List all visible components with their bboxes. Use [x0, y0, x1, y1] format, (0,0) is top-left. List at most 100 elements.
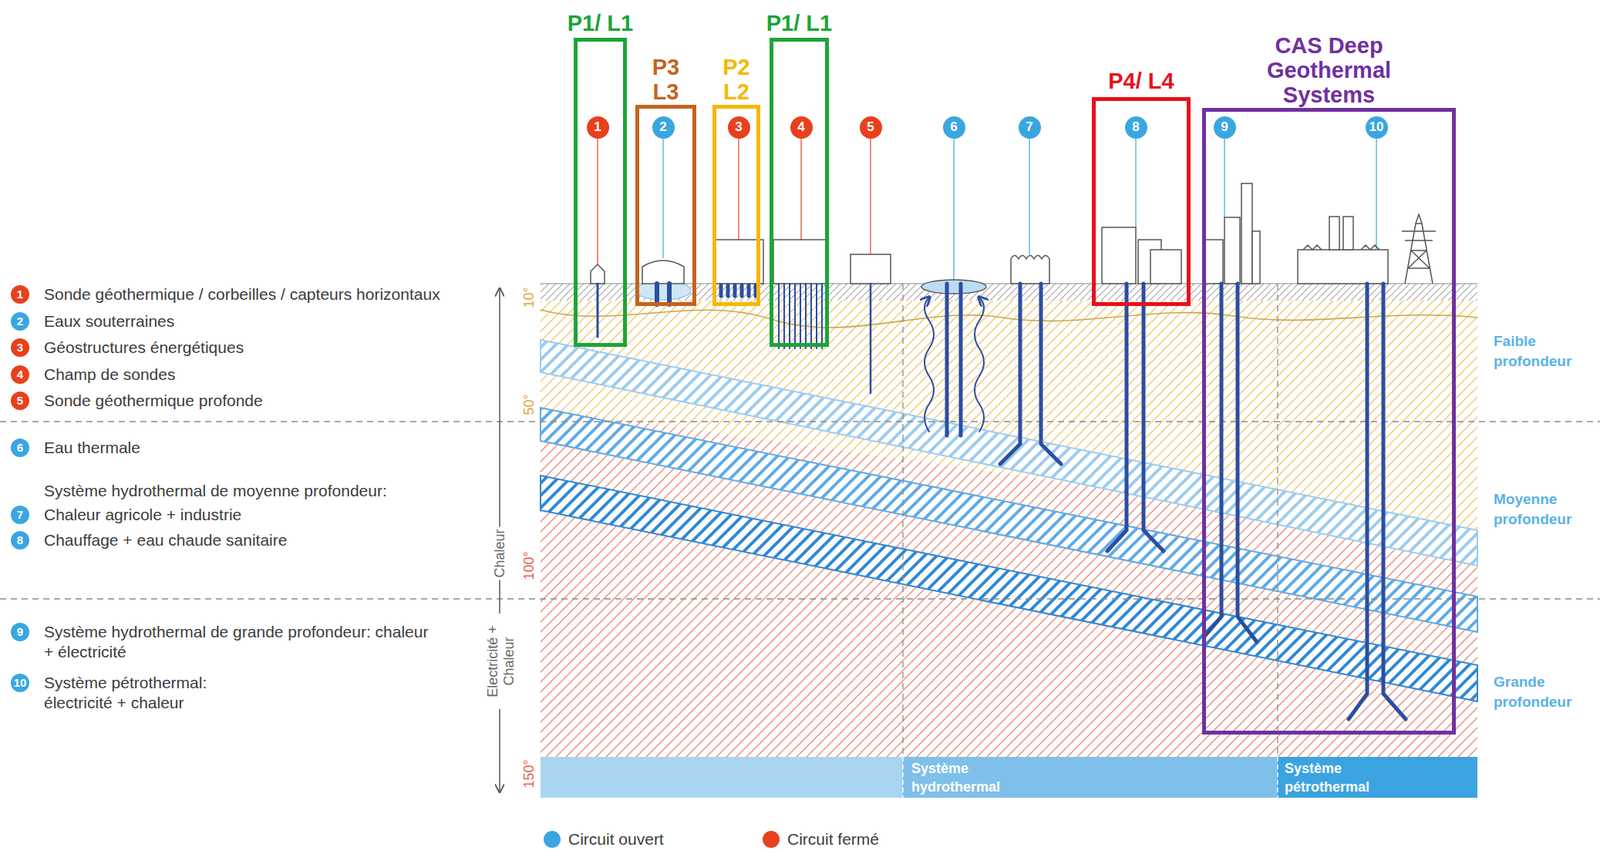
pipe-part	[778, 283, 822, 349]
axis-label: 100°	[521, 549, 538, 583]
aquifer-band-part	[540, 475, 1478, 702]
topic-heading: P1/ L1	[567, 10, 634, 36]
ground-layer-part	[540, 309, 1478, 328]
depth-label: Moyenne profondeur	[1493, 489, 1594, 530]
ground-layers	[540, 283, 1478, 758]
aquifer-bands	[540, 340, 1478, 702]
list-text: Système hydrothermal de grande profondeu…	[43, 622, 430, 663]
pipe-part	[1107, 283, 1164, 552]
axis-label: 50°	[521, 391, 538, 418]
divider-lines	[0, 283, 1600, 758]
callout-circle: 6	[943, 116, 966, 139]
pipe-part	[654, 283, 660, 305]
system-label: Système hydrothermal	[911, 759, 1020, 797]
system-bar	[540, 757, 1478, 799]
pipe-part-part	[805, 283, 807, 349]
list-number: 5	[10, 391, 30, 411]
topic-heading: P1/ L1	[766, 10, 832, 36]
installation-part	[1303, 245, 1380, 250]
pipe-part-part	[778, 283, 780, 349]
list-text: Eau thermale	[43, 437, 141, 459]
leader-line-part	[737, 138, 739, 240]
pipe-part	[596, 283, 600, 337]
pipe-part-part	[799, 283, 802, 349]
pipe-part	[1348, 283, 1406, 720]
leader-line-part	[800, 138, 802, 240]
leader-line-part	[953, 138, 954, 281]
leader-line-part	[1135, 138, 1136, 228]
installation-part	[1101, 227, 1136, 284]
installations	[590, 183, 1436, 300]
pipe-part-part	[726, 285, 731, 297]
system-bar-part	[902, 757, 1278, 799]
pipe-part	[1000, 283, 1062, 465]
callout-circle: 4	[790, 116, 813, 139]
installation-part	[1150, 249, 1182, 284]
list-number: 7	[10, 505, 30, 525]
pipe-part-part	[810, 283, 812, 349]
legend-text: Circuit ouvert	[568, 829, 664, 850]
list-number: 6	[10, 438, 30, 458]
system-bar-part	[540, 757, 903, 799]
installation-part	[850, 254, 891, 284]
list-text: Sonde géothermique profonde	[43, 390, 263, 411]
pipe-part-part	[740, 285, 745, 297]
legend-swatch	[762, 831, 780, 849]
axis-label: Electricité + Chaleur	[485, 613, 518, 710]
topic-frame: P3 L32	[635, 104, 697, 307]
depth-label: Grande profondeur	[1493, 672, 1594, 713]
divider-line-part	[0, 598, 1600, 600]
system-bar-part	[1277, 757, 1478, 799]
installation-part	[1401, 214, 1436, 284]
legend-swatch	[543, 831, 561, 849]
pipe-part-part	[788, 283, 791, 349]
topic-frame: P1/ L11	[573, 37, 627, 347]
divider-line-part	[902, 283, 903, 758]
depth-label: Faible profondeur	[1493, 331, 1594, 372]
pipe-part-part	[783, 283, 785, 349]
leader-line-part	[1375, 138, 1377, 250]
list-text: Géostructures énergétiques	[43, 337, 244, 358]
callout-circle: 3	[727, 116, 751, 139]
list-number: 3	[10, 338, 30, 358]
pipe-part-part	[747, 285, 752, 297]
callout-circle: 8	[1125, 116, 1148, 139]
list-number: 8	[10, 531, 30, 550]
leader-line-part	[1223, 138, 1225, 218]
installation-part	[1241, 183, 1253, 284]
installation-part	[1343, 216, 1354, 250]
pipe-part	[1203, 283, 1257, 643]
callout-number: 1	[593, 119, 601, 135]
list-text: Système hydrothermal de moyenne profonde…	[43, 481, 388, 502]
pipe-part-part	[821, 283, 823, 349]
callout-number: 4	[797, 119, 805, 135]
list-text: Système pétrothermal: électricité + chal…	[43, 673, 245, 714]
pipe-part	[666, 283, 672, 305]
list-number: 4	[10, 365, 30, 384]
callout-number: 9	[1220, 119, 1228, 135]
installation-part	[1252, 231, 1260, 284]
system-bar-part	[902, 757, 903, 799]
list-text: Chaleur agricole + industrie	[43, 505, 242, 526]
pipe-part-part	[733, 285, 738, 297]
legend-text: Circuit fermé	[787, 829, 880, 850]
callout-number: 3	[734, 119, 742, 135]
divider-line-part	[1276, 283, 1278, 758]
pipes	[597, 283, 1406, 720]
divider-line-part	[0, 421, 1600, 422]
installation-part	[1329, 216, 1340, 250]
callout-number: 10	[1369, 119, 1385, 135]
callout-number: 7	[1025, 119, 1033, 135]
list-number: 2	[10, 312, 30, 331]
legend-entry: Circuit ouvert	[543, 829, 664, 850]
callout-circle: 7	[1018, 116, 1041, 139]
system-label: Système pétrothermal	[1284, 759, 1393, 797]
axis-label: Chaleur	[491, 526, 509, 580]
pipe-part	[869, 283, 873, 394]
system-bar-part	[1276, 757, 1278, 799]
topic-frame: CAS Deep Geothermal Systems910	[1202, 107, 1456, 735]
list-number: 9	[10, 623, 30, 642]
pipe-part	[720, 285, 756, 297]
pipe-part-part	[794, 283, 796, 349]
